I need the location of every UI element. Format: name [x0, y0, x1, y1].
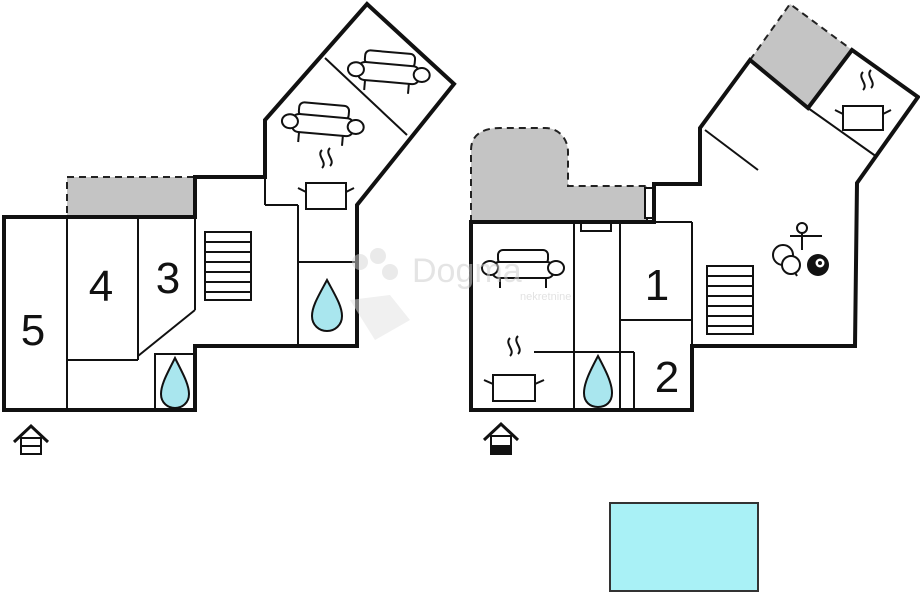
wall	[807, 107, 878, 158]
room-number-4: 4	[89, 262, 113, 311]
entrance-icon	[482, 421, 520, 455]
staircase-icon	[204, 231, 252, 301]
room-number-5: 5	[21, 306, 45, 355]
watermark: Dogma nekretnine	[350, 248, 571, 340]
right-floor-plan: 1 2	[469, 2, 920, 455]
watermark-sub: nekretnine	[520, 291, 571, 303]
wall	[137, 309, 196, 357]
watermark-brand: Dogma	[412, 252, 522, 290]
sofa-icon	[280, 101, 365, 146]
pool-icon	[609, 502, 759, 592]
terrace-left	[66, 176, 196, 218]
entrance-icon	[12, 423, 50, 455]
terrace-right-top	[748, 2, 854, 110]
bathroom-drop-icon	[310, 277, 344, 333]
billiard-ball-icon	[807, 254, 829, 276]
bathroom-drop-icon	[582, 353, 614, 409]
left-floor-plan: 5 4 3	[2, 1, 457, 455]
kitchen-pot-icon	[483, 335, 545, 402]
kitchen-pot-icon	[297, 147, 355, 210]
wall	[324, 57, 408, 136]
wall	[704, 129, 759, 171]
room-number-2: 2	[655, 353, 679, 402]
table-tennis-icon	[772, 222, 822, 277]
room-number-1: 1	[645, 261, 669, 310]
staircase-icon	[706, 265, 754, 335]
right-outer-wall	[469, 47, 920, 412]
sofa-icon	[481, 249, 565, 288]
window	[580, 222, 612, 232]
room-number-3: 3	[156, 254, 180, 303]
terrace-right-blob	[470, 127, 648, 223]
sofa-icon	[346, 49, 431, 94]
bathroom-left-1	[154, 353, 196, 411]
bathroom-drop-icon	[159, 355, 191, 410]
kitchen-pot-icon	[834, 69, 892, 131]
